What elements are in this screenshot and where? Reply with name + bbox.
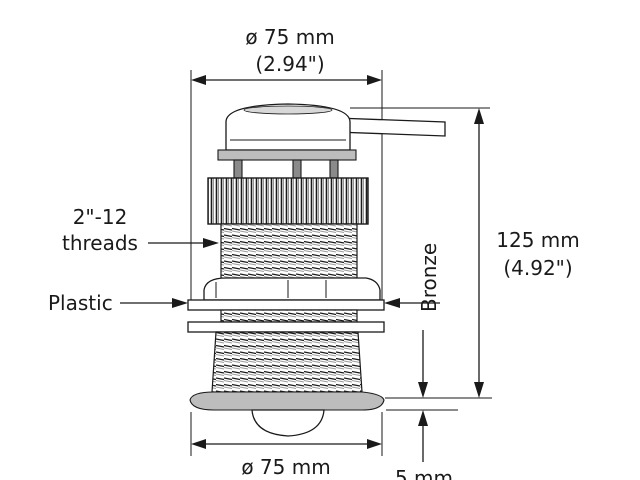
offset-dimension: 5 mm [386, 330, 458, 480]
washer [187, 299, 385, 311]
arrow-up-icon [474, 108, 484, 124]
arrow-right-icon [172, 298, 188, 308]
arrow-down-icon [418, 382, 428, 398]
threads-label-line2: threads [62, 231, 138, 255]
top-diameter-dimension: ø 75 mm (2.94") [190, 25, 383, 300]
arrow-left-icon [191, 439, 206, 449]
bronze-label: Bronze [417, 243, 441, 312]
threads-callout: 2"-12 threads [62, 205, 219, 255]
cable [335, 117, 446, 137]
height-mm-label: 125 mm [496, 228, 580, 252]
arrow-up-icon [418, 410, 428, 426]
top-diameter-mm-label: ø 75 mm [245, 25, 334, 49]
flange [189, 391, 385, 411]
arrow-left-icon [191, 75, 206, 85]
bronze-callout: Bronze [384, 243, 441, 312]
mounting-plate [187, 321, 385, 333]
arrow-right-icon [367, 439, 382, 449]
upper-threads [220, 223, 358, 281]
height-dimension: 125 mm (4.92") [350, 107, 580, 399]
plastic-housing [203, 277, 381, 301]
top-cap [225, 103, 351, 151]
plastic-callout: Plastic [48, 291, 188, 315]
threads-label-line1: 2"-12 [73, 205, 128, 229]
bottom-diameter-mm-label: ø 75 mm [241, 455, 330, 479]
arrow-down-icon [474, 382, 484, 398]
bottom-diameter-dimension: ø 75 mm [190, 412, 383, 479]
height-in-label: (4.92") [503, 256, 572, 280]
knurled-nut [207, 177, 369, 225]
plastic-label: Plastic [48, 291, 113, 315]
arrow-left-icon [384, 298, 400, 308]
sensor-dome [251, 409, 325, 437]
arrow-right-icon [203, 238, 219, 248]
lower-threads [211, 331, 363, 393]
top-diameter-in-label: (2.94") [255, 52, 324, 76]
transducer-body [187, 103, 446, 437]
arrow-right-icon [367, 75, 382, 85]
offset-mm-label: 5 mm [395, 466, 453, 480]
